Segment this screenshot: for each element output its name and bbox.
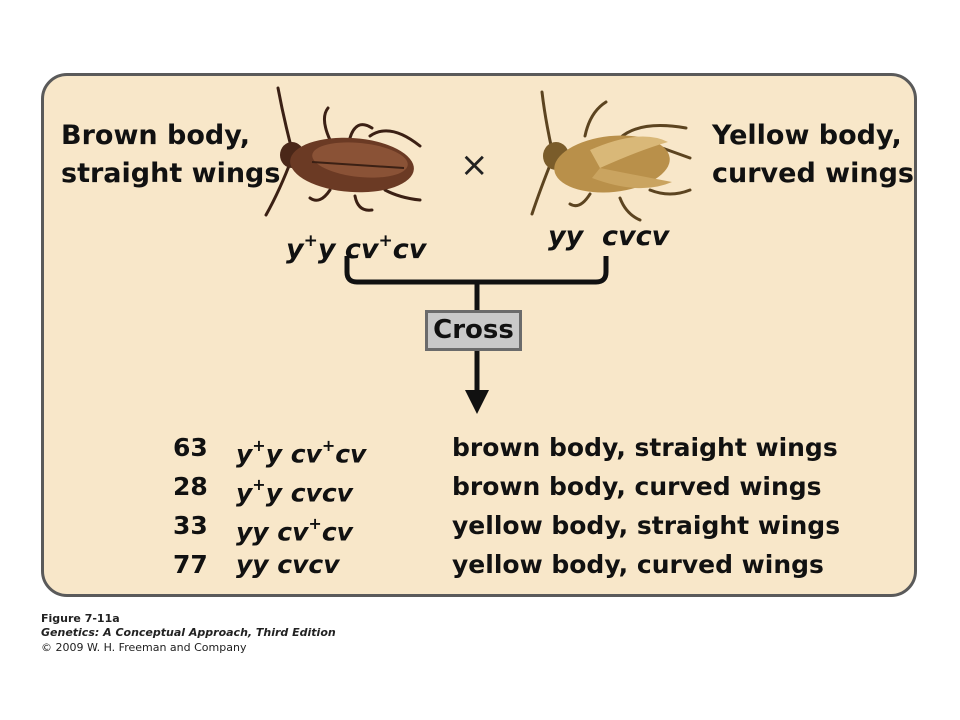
geno-sup: +: [321, 436, 336, 455]
geno-part: y: [286, 234, 304, 265]
geno-sup: +: [303, 231, 318, 251]
geno-part: y: [236, 478, 253, 508]
geno-part: y: [236, 439, 253, 469]
right-parent-phenotype-line2: curved wings: [712, 158, 914, 189]
geno-sup: +: [252, 436, 266, 455]
geno-sup: +: [252, 475, 266, 494]
offspring-genotype: y+y cv+cv: [236, 430, 366, 472]
cross-box: Cross: [425, 310, 522, 351]
offspring-count: 33: [173, 511, 208, 540]
geno-part: y cvcv: [265, 478, 353, 508]
yellow-cockroach-icon: [530, 90, 692, 222]
offspring-count: 77: [173, 550, 208, 579]
geno-sup: +: [378, 231, 393, 251]
geno-part: yy cvcv: [236, 550, 340, 579]
offspring-phenotype: yellow body, straight wings: [452, 511, 841, 540]
offspring-genotype: yy cv+cv: [236, 508, 353, 550]
geno-part: yy cv: [236, 517, 309, 547]
geno-part: cv: [335, 439, 367, 469]
left-parent-genotype: y+y cv+cv: [286, 228, 426, 265]
geno-sup: +: [308, 514, 322, 533]
left-parent-phenotype-line1: Brown body,: [61, 120, 250, 151]
offspring-count: 28: [173, 472, 208, 501]
book-title: Genetics: A Conceptual Approach, Third E…: [41, 626, 336, 639]
cross-symbol: ×: [460, 145, 489, 185]
brown-cockroach-icon: [264, 86, 422, 217]
offspring-phenotype: brown body, curved wings: [452, 472, 822, 501]
geno-part: y: [317, 234, 336, 265]
figure-number: Figure 7-11a: [41, 612, 120, 625]
right-parent-phenotype-line1: Yellow body,: [712, 120, 902, 151]
right-parent-genotype: yy cvcv: [548, 221, 670, 252]
down-arrow-icon: [465, 390, 489, 414]
offspring-count: 63: [173, 433, 208, 462]
left-parent-phenotype-line2: straight wings: [61, 158, 281, 189]
geno-part: y cv: [265, 439, 322, 469]
offspring-phenotype: yellow body, curved wings: [452, 550, 824, 579]
offspring-genotype: y+y cvcv: [236, 469, 353, 511]
copyright: © 2009 W. H. Freeman and Company: [41, 641, 247, 654]
geno-part: cv: [392, 234, 427, 265]
geno-part: cv: [321, 517, 353, 547]
geno-part: cv: [335, 234, 379, 265]
offspring-genotype: yy cvcv: [236, 547, 340, 583]
offspring-phenotype: brown body, straight wings: [452, 433, 838, 462]
